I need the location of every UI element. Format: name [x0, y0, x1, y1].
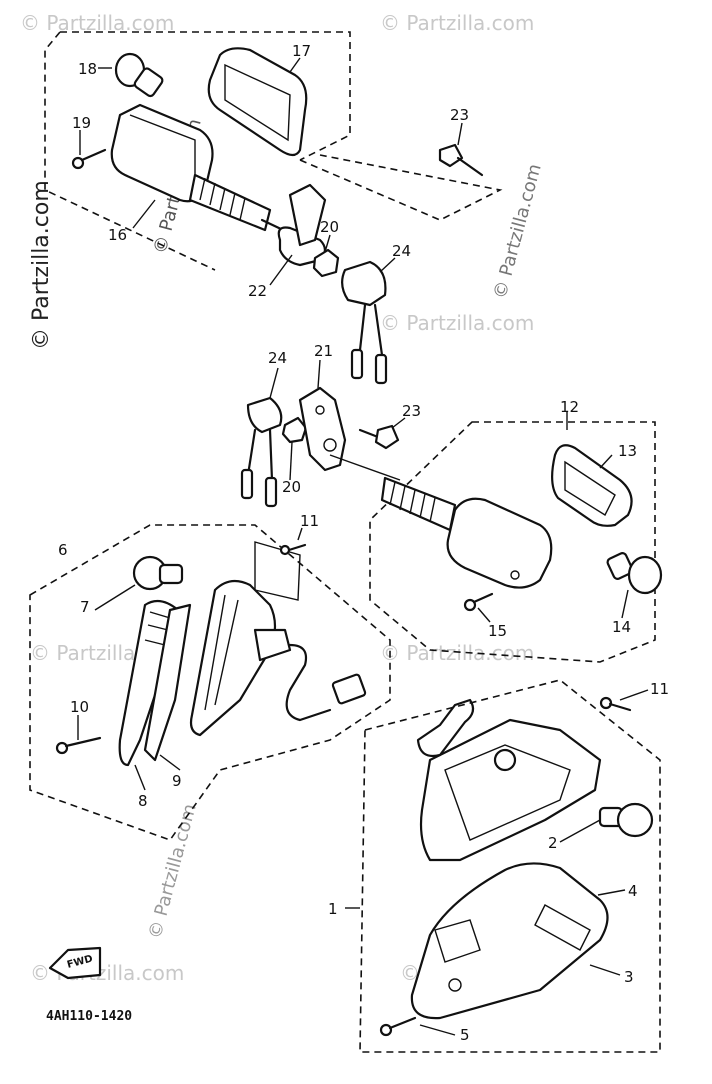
callout-20-top: 20 [320, 218, 339, 236]
callout-7: 7 [80, 598, 90, 616]
callout-19: 19 [72, 114, 91, 132]
right-signal-assembly [369, 421, 663, 663]
lens-17 [207, 47, 308, 157]
callout-11-left: 11 [300, 512, 319, 530]
watermark-text: © Partzilla.com [380, 11, 534, 35]
screw-11-bottom [599, 696, 632, 712]
watermark-text: © Partzilla.com [20, 11, 174, 35]
screw-19 [71, 148, 107, 170]
callout-10: 10 [70, 698, 89, 716]
screw-10 [55, 736, 102, 755]
assembly-boundary-1 [359, 679, 661, 1053]
bulb-18 [114, 52, 164, 98]
callout-3: 3 [624, 968, 634, 986]
callout-5: 5 [460, 1026, 470, 1044]
callout-2: 2 [548, 834, 558, 852]
middle-bracket-assembly [240, 386, 401, 508]
callout-16: 16 [108, 226, 127, 244]
callout-1: 1 [328, 900, 338, 918]
diagram-code: 4AH110-1420 [46, 1009, 132, 1024]
lens-3 [410, 862, 609, 1020]
bracket-22 [277, 183, 327, 267]
watermark-vertical: © Partzilla.com [29, 180, 54, 350]
callout-21: 21 [314, 342, 333, 360]
callout-20-mid: 20 [282, 478, 301, 496]
callout-14: 14 [612, 618, 631, 636]
leader-lines [77, 57, 649, 1036]
watermark-rotated: © Partzilla.com [145, 802, 201, 942]
callout-labels: 18 17 19 23 16 20 24 22 24 21 23 20 12 1… [58, 42, 669, 1044]
housing-1 [416, 698, 602, 862]
callout-18: 18 [78, 60, 97, 78]
callout-6: 6 [58, 541, 68, 559]
callout-8: 8 [138, 792, 148, 810]
callout-13: 13 [618, 442, 637, 460]
callout-11-bottom: 11 [650, 680, 669, 698]
top-signal-assembly [44, 31, 503, 385]
bulb-14 [606, 552, 663, 595]
watermark-text: © Partzilla.com [380, 311, 534, 335]
bracket-21 [298, 386, 347, 472]
bulb-7 [132, 555, 184, 591]
assembly-boundary-6 [29, 524, 391, 841]
fwd-arrow-icon: FWD [48, 946, 102, 980]
watermark-rotated: © Partzilla.com [490, 162, 546, 302]
connector-line [329, 454, 401, 481]
screw-11-left [254, 541, 307, 601]
bulb-2 [598, 802, 654, 838]
assembly-boundary-16 [44, 31, 503, 271]
lens-13 [551, 444, 633, 527]
nut-20-mid [281, 416, 308, 444]
housing-12 [380, 476, 553, 589]
housing-16 [110, 103, 302, 240]
bolt-23-top [438, 143, 484, 177]
callout-23-top: 23 [450, 106, 469, 124]
callout-12: 12 [560, 398, 579, 416]
bottom-signal-assembly [359, 679, 661, 1053]
callout-24-top: 24 [392, 242, 411, 260]
socket-24-mid [240, 396, 283, 508]
screw-15 [463, 592, 494, 612]
socket-24-top [341, 260, 388, 385]
callout-22: 22 [248, 282, 267, 300]
left-signal-assembly [29, 524, 391, 841]
screw-5 [379, 1016, 417, 1037]
callout-15: 15 [488, 622, 507, 640]
callout-23-mid: 23 [402, 402, 421, 420]
watermark-text: © Partzilla.com [380, 641, 534, 665]
callout-9: 9 [172, 772, 182, 790]
bolt-23-mid [358, 424, 400, 450]
assembly-boundary-12 [369, 421, 656, 663]
callout-17: 17 [292, 42, 311, 60]
bracket-9 [143, 603, 192, 762]
nut-20-top [312, 248, 340, 278]
callout-24-mid: 24 [268, 349, 287, 367]
housing-6 [189, 579, 367, 737]
callout-4: 4 [628, 882, 638, 900]
